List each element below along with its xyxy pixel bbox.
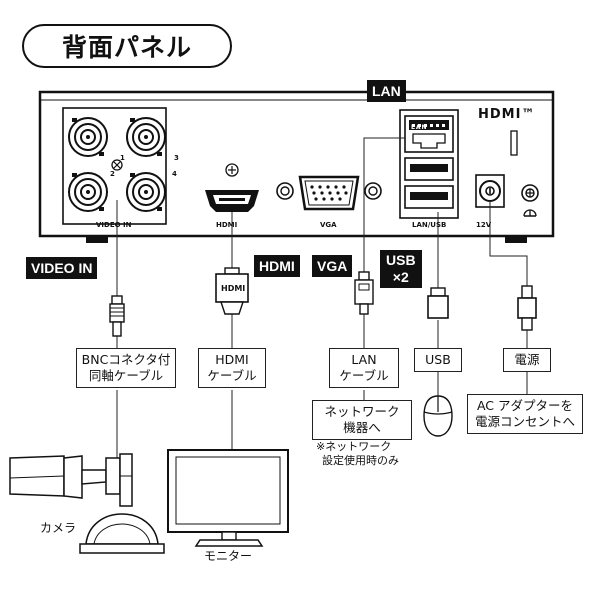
usb-plug-icon — [427, 287, 449, 319]
hdmi-plug-icon — [215, 267, 249, 315]
bnc-connector-3 — [126, 117, 166, 157]
side-switch — [510, 130, 518, 156]
cable-lines — [116, 137, 528, 470]
lan-usb-block — [399, 109, 459, 219]
network-note-line2: 設定使用時のみ — [322, 454, 399, 467]
brand-logo: HDMI™ — [478, 107, 536, 122]
port-number-4: 4 — [172, 170, 177, 178]
dome-camera-icon — [79, 513, 165, 554]
usb-cable-label: USB — [414, 348, 462, 372]
bnc-connector-2 — [68, 172, 108, 212]
vga-port — [276, 175, 382, 211]
lan-cable-label-line1: LAN — [351, 352, 377, 367]
monitor-icon — [167, 449, 289, 547]
lan-port-label: LAN — [411, 124, 428, 131]
power-panel-label: 12V — [476, 221, 492, 229]
port-number-1: 1 — [120, 154, 125, 162]
lan-tag: LAN — [367, 80, 406, 102]
bnc-cable-label: BNCコネクタ付 同軸ケーブル — [76, 348, 176, 388]
hdmi-cable-label-line2: ケーブル — [207, 368, 257, 383]
center-screw-icon — [111, 159, 123, 171]
video-in-panel-label: VIDEO IN — [96, 221, 132, 229]
vga-panel-label: VGA — [320, 221, 337, 229]
usb-tag-line1: USB — [386, 252, 416, 268]
lan-cable-label: LAN ケーブル — [329, 348, 399, 388]
bullet-camera-icon — [9, 453, 133, 507]
bnc-connector-1 — [68, 117, 108, 157]
bnc-cable-label-line1: BNCコネクタ付 — [81, 352, 171, 367]
usb-tag-line2: ×2 — [392, 269, 409, 285]
hdmi-tag: HDMI — [254, 255, 300, 277]
port-number-3: 3 — [174, 154, 179, 162]
lan-cable-label-line2: ケーブル — [339, 368, 389, 383]
ac-adapter-line1: AC アダプターを — [476, 398, 574, 413]
bnc-cable-label-line2: 同軸ケーブル — [88, 368, 164, 383]
lan-usb-panel-label: LAN/USB — [412, 221, 447, 229]
usb-x2-tag: USB ×2 — [380, 250, 422, 288]
hdmi-plug-logo: HDMI — [221, 284, 246, 293]
power-plug-icon — [517, 285, 537, 331]
hdmi-cable-label-line1: HDMI — [215, 352, 249, 367]
network-note-line1: ※ネットワーク — [316, 440, 392, 453]
mouse-icon — [423, 395, 453, 437]
bnc-connector-4 — [126, 172, 166, 212]
rubber-foot — [505, 236, 527, 243]
power-cable-label: 電源 — [503, 348, 551, 372]
port-number-2: 2 — [110, 170, 115, 178]
network-destination-line2: 機器へ — [343, 420, 381, 435]
rubber-foot — [86, 236, 108, 243]
camera-label: カメラ — [40, 521, 77, 535]
lan-plug-icon — [354, 271, 374, 315]
network-destination-box: ネットワーク 機器へ — [312, 400, 412, 440]
vga-tag: VGA — [312, 255, 353, 277]
hdmi-cable-label: HDMI ケーブル — [198, 348, 266, 388]
network-destination-line1: ネットワーク — [324, 404, 400, 419]
video-in-tag: VIDEO IN — [26, 257, 98, 279]
ac-adapter-line2: 電源コンセントへ — [474, 414, 575, 429]
hdmi-port — [205, 163, 259, 212]
page-title: 背面パネル — [22, 24, 232, 68]
ac-adapter-destination-box: AC アダプターを 電源コンセントへ — [467, 394, 583, 434]
monitor-label: モニター — [204, 549, 253, 563]
hdmi-panel-label: HDMI — [216, 221, 238, 229]
bnc-plug-icon — [109, 295, 125, 337]
ground-terminal-icon — [521, 184, 539, 217]
